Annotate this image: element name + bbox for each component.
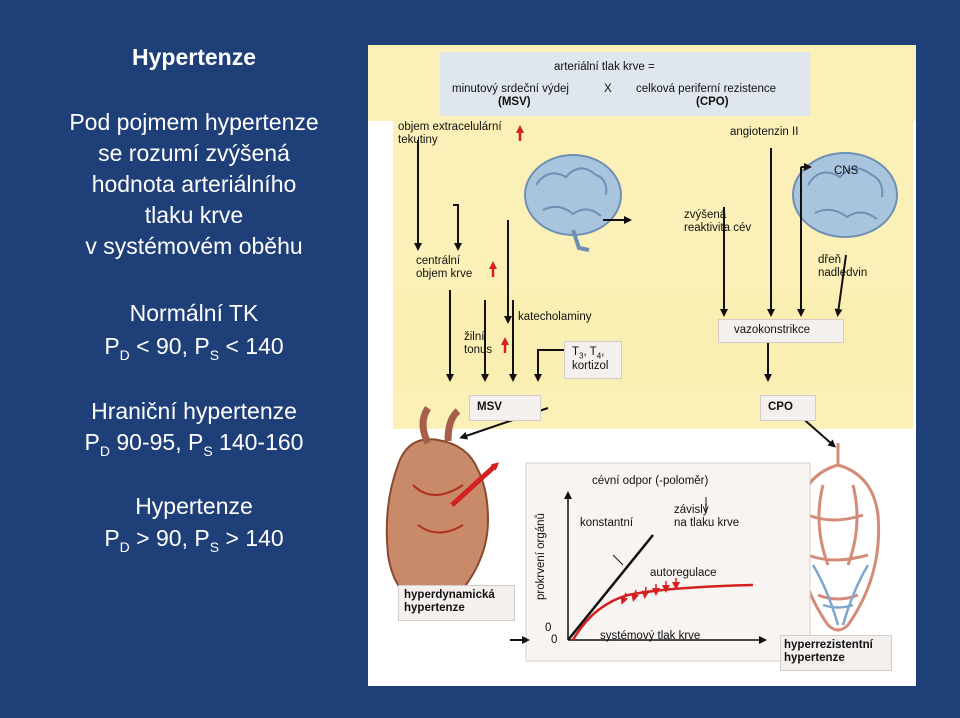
adrenal-line-1: dřeň [818,254,842,266]
definition-line-3: hodnota arteriálního [91,171,297,197]
vasoconstriction-box [718,319,844,343]
vasoconstriction-label: vazokonstrikce [734,324,811,336]
cpo-full: celková periferní rezistence [636,83,776,95]
hyperdynamic-line-1: hyperdynamická [404,589,495,601]
central-volume-line-1: centrální [416,255,461,267]
hyperresistant-line-2: hypertenze [784,652,845,664]
cns-label: CNS [834,165,859,177]
reactivity-line-2: reaktivita cév [684,222,752,234]
borderline-values: PD 90-95, PS 140-160 [84,429,304,459]
borderline-heading: Hraniční hypertenze [91,398,297,424]
msv-abbr: (MSV) [498,96,531,108]
hormones-line-2: kortizol [572,360,609,372]
hypertension-figure: arteriální tlak krve = minutový srdeční … [368,45,916,686]
constant-label: konstantní [580,517,634,529]
ecf-line-2: tekutiny [398,134,438,146]
cpo-box [760,395,816,421]
reactivity-line-1: zvýšená [684,209,727,221]
msv-box [469,395,541,421]
normal-heading: Normální TK [129,300,259,326]
hyperdynamic-box [398,585,515,621]
hyperresistant-line-1: hyperrezistentní [784,639,873,651]
msv-full: minutový srdeční výdej [452,83,569,95]
definition-line-5: v systémovém oběhu [85,233,303,259]
brain-left-icon [524,154,622,252]
brain-right-icon [792,152,898,238]
angiotensin-label: angiotenzin II [730,126,799,138]
times-sign: X [604,83,612,95]
autoregulation-label: autoregulace [650,567,717,579]
y-zero-label: 0 [545,622,552,634]
hypertension-heading: Hypertenze [135,493,253,519]
heart-icon [385,406,490,610]
dependent-line-2: na tlaku krve [674,517,740,529]
y-axis-label: prokrvení orgánů [535,513,547,600]
left-panel: Hypertenze Pod pojmem hypertenze se rozu… [0,0,368,718]
central-volume-line-2: objem krve [416,268,473,280]
resistance-label: cévní odpor (-poloměr) [592,475,709,487]
ecf-line-1: objem extracelulární [398,121,502,133]
cpo-label: CPO [768,401,793,413]
hormones-box [564,341,622,379]
dependent-line-1: závislý [674,504,709,516]
msv-label: MSV [477,401,502,413]
normal-values: PD < 90, PS < 140 [104,333,284,363]
definition-line-2: se rozumí zvýšená [98,140,290,166]
x-axis-label: systémový tlak krve [600,630,701,642]
hyperresistant-box [780,635,892,671]
hormones-line-1: T3, T4, [572,346,605,361]
slide-title: Hypertenze [132,44,256,70]
definition-line-1: Pod pojmem hypertenze [69,109,319,135]
cpo-abbr: (CPO) [696,96,729,108]
formula-top: arteriální tlak krve = [554,61,655,73]
hypertension-values: PD > 90, PS > 140 [104,525,284,555]
figure-graphics [368,45,916,668]
hyperdynamic-line-2: hypertenze [404,602,465,614]
definition-line-4: tlaku krve [144,202,244,228]
venous-tone-line-1: žilní [464,331,485,343]
catecholamines-label: katecholaminy [518,311,592,323]
x-zero-label: 0 [551,634,558,646]
venous-tone-line-2: tonus [464,344,493,356]
adrenal-line-2: nadledvin [818,267,868,279]
